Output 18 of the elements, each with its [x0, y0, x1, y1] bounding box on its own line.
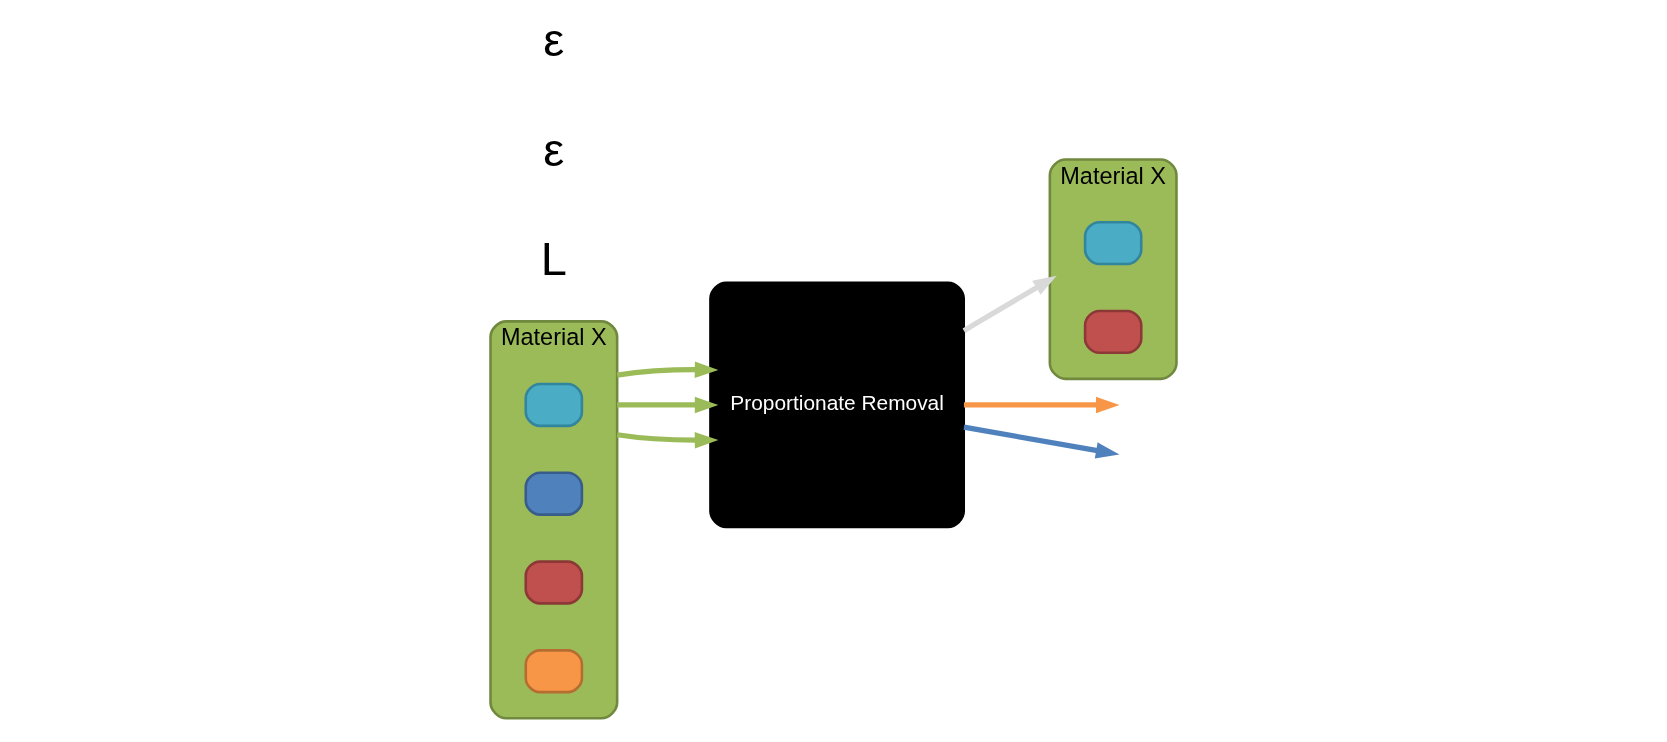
label: L	[540, 232, 567, 286]
node-box	[524, 649, 584, 694]
arrow	[963, 396, 1120, 414]
arrow	[962, 275, 1057, 333]
node-box	[1083, 309, 1143, 355]
arrow	[616, 431, 719, 449]
node-box	[524, 560, 584, 605]
node-box	[524, 471, 584, 516]
node-box	[524, 382, 584, 428]
arrow	[963, 424, 1120, 459]
label: ε	[543, 122, 565, 176]
cluster: Material X	[1048, 158, 1178, 381]
arrow	[616, 361, 719, 378]
node-box	[1083, 220, 1143, 266]
cluster: Material X	[489, 320, 619, 720]
node-box: Proportionate Removal	[709, 281, 965, 529]
arrow	[617, 396, 719, 414]
label: ε	[543, 13, 565, 67]
